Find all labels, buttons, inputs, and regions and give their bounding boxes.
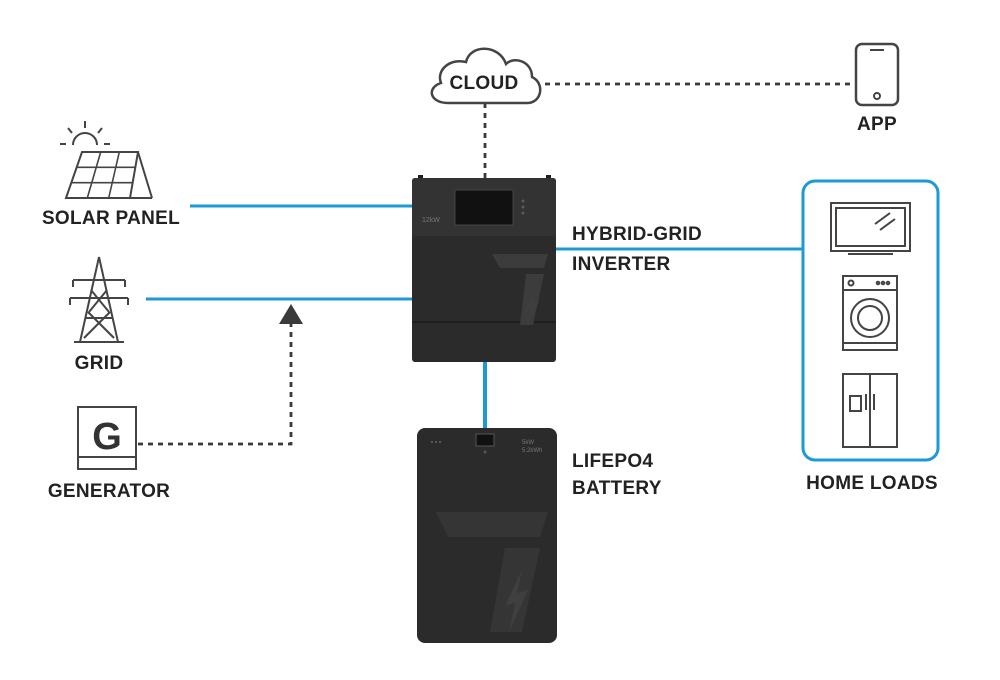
generator-label: GENERATOR <box>47 481 171 502</box>
inverter-label-line1: HYBRID-GRID <box>572 224 702 245</box>
battery-icon: 5kW 5.2kWh <box>417 428 557 643</box>
tv-icon <box>830 202 911 255</box>
inverter-icon: 12kW <box>412 175 556 362</box>
power-tower-icon <box>69 256 129 343</box>
grid-label: GRID <box>74 353 124 374</box>
generator-arrow-icon <box>279 304 303 324</box>
home-loads-box <box>801 179 940 462</box>
cloud-label: CLOUD <box>449 73 519 94</box>
battery-spec-power: 5kW <box>522 440 534 446</box>
cloud-icon <box>430 47 542 105</box>
inverter-brand-text: 12kW <box>422 217 440 224</box>
inverter-label-line2: INVERTER <box>572 254 671 275</box>
generator-grid-link <box>138 322 293 446</box>
battery-spec-capacity: 5.2kWh <box>522 448 542 454</box>
refrigerator-icon <box>842 373 898 448</box>
generator-badge: G <box>92 416 122 458</box>
generator-icon: G <box>77 406 137 470</box>
phone-icon <box>854 42 900 107</box>
battery-display <box>475 433 495 447</box>
solar-panel-label: SOLAR PANEL <box>41 208 181 229</box>
battery-label-line1: LIFEPO4 <box>572 451 654 472</box>
home-loads-label: HOME LOADS <box>806 473 938 494</box>
power-connections <box>146 204 803 428</box>
battery-label-line2: BATTERY <box>572 478 662 499</box>
washing-machine-icon <box>842 275 898 351</box>
inverter-screen <box>454 189 514 226</box>
data-connections <box>138 82 850 446</box>
app-label: APP <box>857 114 897 135</box>
solar-panel-icon <box>60 121 153 199</box>
